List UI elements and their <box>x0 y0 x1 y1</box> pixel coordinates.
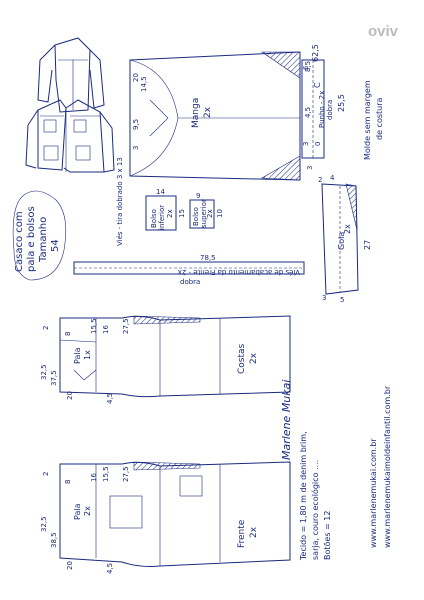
title-outline <box>12 190 67 281</box>
pocket-lower-pattern: Bolso inferior 2x 15 14 <box>145 188 186 231</box>
title-line1: Casaco com <box>14 211 25 272</box>
back-m7: 20 <box>66 391 74 400</box>
pattern-title: Casaco com pala e bolsos Tamanho 54 <box>14 206 61 272</box>
collar-length: 27 <box>363 240 372 250</box>
pocket-lower-name2: inferior <box>158 205 166 230</box>
sleeve-side: 20 <box>132 73 140 82</box>
back-m3: 15,5 <box>90 318 98 334</box>
front-qty: 2x <box>249 526 259 538</box>
back-yoke: Pala <box>73 347 82 364</box>
pocket-upper-name: Bolso <box>192 207 200 226</box>
materials-line2: sarja, couro ecológico .... <box>310 460 320 560</box>
cuff-name: Punho - 2x <box>318 91 326 128</box>
collar-name: Gola <box>337 232 346 250</box>
back-hatch <box>133 315 201 325</box>
sleeve-fold: 4,5 <box>304 107 312 118</box>
pocket-lower-name: Bolso <box>150 209 158 228</box>
front-m1: 27,5 <box>122 466 130 482</box>
facing-length: 78,5 <box>200 254 216 262</box>
sleeve-width: 62,5 <box>311 44 320 62</box>
back-m6: 37,5 <box>50 370 58 386</box>
front-m4: 8 <box>64 480 72 484</box>
pocket-lower-w: 15 <box>178 209 186 218</box>
title-line2: pala e bolsos <box>26 206 37 272</box>
collar-h3: 3 <box>322 294 326 302</box>
back-qty: 2x <box>249 352 259 364</box>
cuff-note: dobra <box>326 100 334 120</box>
sleeve-pattern: Manga 2x 62,5 20 14,5 9,5 3 4,5 8,5 3 <box>129 44 320 181</box>
back-yoke-qty: 1x <box>83 350 92 360</box>
back-m8: 4,5 <box>106 393 114 404</box>
materials-note: Tecido = 1,80 m de denim brim, sarja, co… <box>299 431 332 561</box>
pocket-upper-pattern: Bolso superior 2x 10 9 <box>189 192 224 229</box>
collar-qty: 2x <box>343 224 352 234</box>
sleeve-name: Manga <box>191 98 201 128</box>
back-m5: 32,5 <box>40 364 48 380</box>
vies-label: Viés - tira dobrado 3 x 13 <box>116 157 124 246</box>
pocket-upper-h: 9 <box>196 192 200 200</box>
front-m2: 15,5 <box>102 466 110 482</box>
facing-strip: Viés de acabamento da Frente - 2x 78,5 d… <box>73 254 305 286</box>
front-yoke-qty: 2x <box>83 506 92 516</box>
jacket-illustration <box>25 37 115 173</box>
materials-line1: Tecido = 1,80 m de denim brim, <box>299 431 308 561</box>
cuff-length: 25,5 <box>337 94 346 112</box>
sleeve-cuff-top: 3 <box>306 166 314 170</box>
front-upper-pocket-mark <box>179 475 203 497</box>
back-name: Costas <box>237 343 247 374</box>
facing-note: dobra <box>180 278 200 286</box>
sleeve-hatch-bottom <box>260 155 301 181</box>
website-credits: www.marlenemukai.com.br www.marlenemukai… <box>369 385 392 548</box>
front-lower-pocket-mark <box>109 495 143 529</box>
cuff-pattern: Punho - 2x dobra 25,5 6 C 3 0 <box>301 59 346 159</box>
seam-note-line2: de costura <box>375 98 384 141</box>
back-m1: 27,5 <box>122 318 130 334</box>
pocket-lower-qty: 2x <box>166 209 174 218</box>
pocket-upper-qty: 2x <box>206 209 214 218</box>
pocket-upper-name2: superior <box>200 199 208 228</box>
front-pattern: Frente 2x Pala 2x 27,5 15,5 16 8 32,5 38… <box>40 461 291 574</box>
back-m9: 2 <box>42 326 50 330</box>
title-line3: Tamanho <box>38 217 49 263</box>
site-2: www.marlenemukaimoldeinfantil.com.br <box>383 385 392 548</box>
front-yoke: Pala <box>73 503 82 520</box>
back-m2: 16 <box>102 325 110 334</box>
site-1: www.marlenemukai.com.br <box>369 438 378 548</box>
front-m3: 16 <box>90 473 98 482</box>
front-name: Frente <box>237 519 247 548</box>
signature: Marlene Mukai <box>280 380 293 460</box>
sleeve-ease: 3 <box>132 146 140 150</box>
sleeve-hatch-top <box>261 51 301 79</box>
title-size: 54 <box>50 239 61 252</box>
cuff-mark-1: 0 <box>314 142 322 146</box>
collar-hatch <box>345 183 358 231</box>
collar-h1: 2 <box>318 176 322 184</box>
seam-note: Molde sem margem de costura <box>363 80 384 160</box>
collar-h4: 5 <box>340 296 344 304</box>
front-m6: 38,5 <box>50 532 58 548</box>
cuff-label: C <box>313 82 322 88</box>
materials-line3: Botões = 12 <box>323 511 332 560</box>
back-m4: 8 <box>64 332 72 336</box>
front-m8: 4,5 <box>106 563 114 574</box>
watermark: oviv <box>368 23 399 40</box>
sleeve-hem: 8,5 <box>304 61 312 72</box>
facing-label: Viés de acabamento da Frente - 2x <box>178 268 300 276</box>
cuff-height: 6 <box>302 65 310 70</box>
pocket-upper-w: 10 <box>216 209 224 218</box>
sleeve-qty: 2x <box>203 106 213 118</box>
pocket-lower-h: 14 <box>156 188 165 196</box>
front-m5: 32,5 <box>40 516 48 532</box>
sleeve-len: 9,5 <box>132 119 140 130</box>
seam-note-line1: Molde sem margem <box>363 80 372 160</box>
front-hatch <box>133 461 201 471</box>
sleeve-cap: 14,5 <box>140 76 148 92</box>
collar-h2: 4 <box>330 174 335 182</box>
collar-pattern: Gola 2x 27 2 4 3 5 <box>318 174 372 304</box>
back-pattern: Costas 2x Pala 1x 27,5 16 15,5 8 32,5 37… <box>40 315 291 404</box>
cuff-mark-0: 3 <box>302 142 310 146</box>
front-m9: 2 <box>42 472 50 476</box>
front-m7: 20 <box>66 561 74 570</box>
